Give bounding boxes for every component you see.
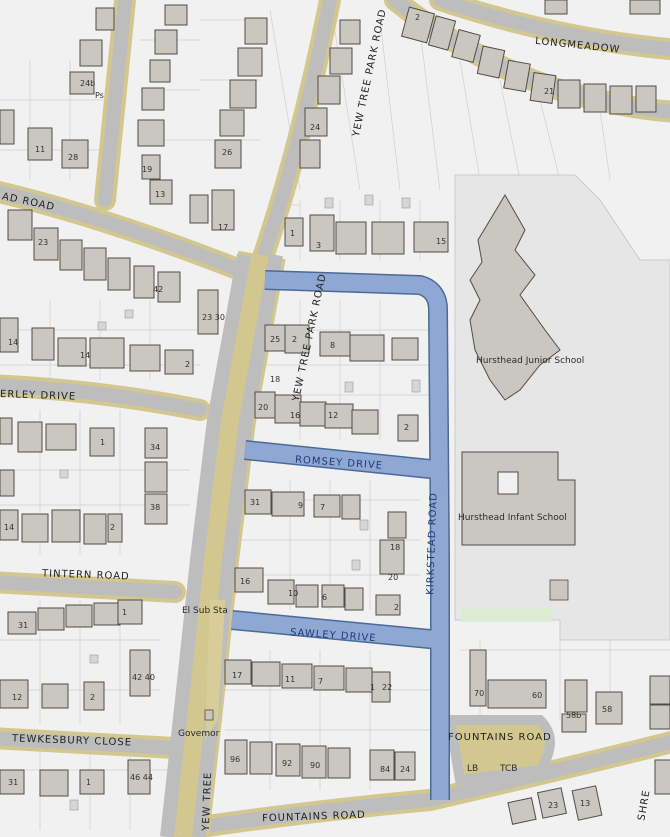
house-number: 12 xyxy=(328,411,338,420)
house-number: 84 xyxy=(380,765,390,774)
house-number: 15 xyxy=(436,237,446,246)
highlighted-roads[interactable] xyxy=(231,270,450,800)
label-shre: SHRE xyxy=(636,789,652,822)
house-number: 2 xyxy=(394,603,399,612)
house-number: 1 xyxy=(86,778,91,787)
house-number: 3 xyxy=(316,241,321,250)
label-lb: LB xyxy=(467,764,478,774)
house-number: 7 xyxy=(320,503,325,512)
house-number: 2 xyxy=(185,360,190,369)
house-number: 19 xyxy=(142,165,152,174)
house-number: 96 xyxy=(230,755,240,764)
house-number: 14 xyxy=(4,523,14,532)
house-number: 90 xyxy=(310,761,320,770)
house-number: 16 xyxy=(290,411,300,420)
house-number: 6 xyxy=(322,593,327,602)
house-number: 58 xyxy=(602,705,612,714)
house-number: 20 xyxy=(258,403,268,412)
house-number: 17 xyxy=(232,671,242,680)
label-junior-school: Hursthead Junior School xyxy=(476,356,584,366)
label-sub-station: El Sub Sta xyxy=(182,606,228,616)
label-yew-tree-bottom: YEW TREE xyxy=(201,772,214,833)
house-number: 24b xyxy=(80,79,95,88)
house-number: 8 xyxy=(330,341,335,350)
house-number: 70 xyxy=(474,689,484,698)
house-number: 13 xyxy=(155,190,165,199)
school-buildings xyxy=(461,194,576,601)
house-number: 18 xyxy=(390,543,400,552)
house-number: 13 xyxy=(580,799,590,808)
label-erley-drive: ERLEY DRIVE xyxy=(0,389,76,403)
house-number: 28 xyxy=(68,153,78,162)
house-number: 25 xyxy=(270,335,280,344)
label-ps: Ps xyxy=(95,91,104,100)
label-governor: Govemor xyxy=(178,729,220,739)
house-number: 14 xyxy=(80,351,90,360)
house-number: 60 xyxy=(532,691,542,700)
house-number: 1 xyxy=(370,683,375,692)
house-number: 24 xyxy=(400,765,410,774)
house-number: 17 xyxy=(218,223,228,232)
place-labels: Hursthead Junior School Hursthead Infant… xyxy=(95,91,584,774)
house-number: 1 xyxy=(122,608,127,617)
house-number: 2 xyxy=(415,13,420,22)
house-number: 23 xyxy=(548,801,558,810)
house-number: 2 xyxy=(110,523,115,532)
house-number-labels: 24b 11 28 19 13 17 26 24 2 21 1 3 15 23 … xyxy=(4,13,612,810)
label-infant-school: Hursthead Infant School xyxy=(458,513,567,523)
house-number: 31 xyxy=(250,498,260,507)
junior-school-building xyxy=(469,194,561,401)
house-number: 26 xyxy=(222,148,232,157)
house-number: 46 44 xyxy=(130,773,153,782)
house-number: 2 xyxy=(90,693,95,702)
label-fountains-road-main: FOUNTAINS ROAD xyxy=(262,810,366,825)
house-number: 11 xyxy=(285,675,295,684)
house-number: 2 xyxy=(292,335,297,344)
label-kirkstead-road: KIRKSTEAD ROAD xyxy=(425,492,440,595)
house-number: 1 xyxy=(100,438,105,447)
house-number: 20 xyxy=(388,573,398,582)
house-number: 10 xyxy=(288,589,298,598)
house-number: 11 xyxy=(35,145,45,154)
house-number: 14 xyxy=(8,338,18,347)
infant-school-building xyxy=(461,451,576,546)
house-number: 34 xyxy=(150,443,160,452)
house-number: 42 40 xyxy=(132,673,155,682)
house-number: 58b xyxy=(566,711,581,720)
label-tcb: TCB xyxy=(499,764,517,774)
house-number: 38 xyxy=(150,503,160,512)
house-number: 22 xyxy=(382,683,392,692)
house-number: 23 xyxy=(38,238,48,247)
house-number: 12 xyxy=(12,693,22,702)
house-number: 31 xyxy=(18,621,28,630)
house-number: 7 xyxy=(318,677,323,686)
house-number: 23 30 xyxy=(202,313,225,322)
house-number: 21 xyxy=(544,87,554,96)
house-number: 92 xyxy=(282,759,292,768)
house-number: 42 xyxy=(153,285,163,294)
house-number: 31 xyxy=(8,778,18,787)
house-number: 2 xyxy=(404,423,409,432)
label-tintern-road: TINTERN ROAD xyxy=(41,568,130,582)
house-number: 1 xyxy=(290,229,295,238)
verges xyxy=(205,600,225,740)
house-number: 24 xyxy=(310,123,320,132)
house-number: 18 xyxy=(270,375,280,384)
green-strip xyxy=(462,608,552,622)
label-tewkesbury-close: TEWKESBURY CLOSE xyxy=(11,733,132,748)
house-number: 9 xyxy=(298,501,303,510)
label-fountains-road-side: FOUNTAINS ROAD xyxy=(448,732,552,743)
house-number: 16 xyxy=(240,577,250,586)
